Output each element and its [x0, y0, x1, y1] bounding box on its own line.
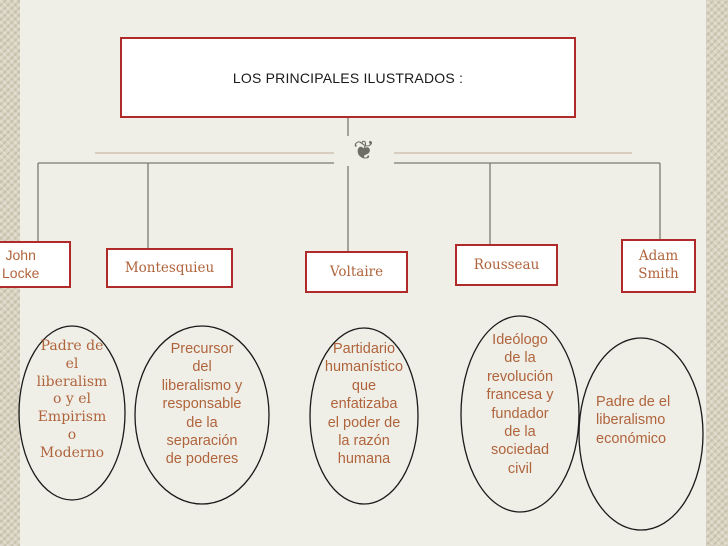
- right-decorative-border: [706, 0, 728, 546]
- name-box-montesquieu: Montesquieu: [106, 248, 233, 288]
- description-voltaire: Partidario humanístico que enfatizaba el…: [324, 341, 404, 468]
- title-box: LOS PRINCIPALES ILUSTRADOS :: [120, 37, 576, 118]
- description-rousseau: Ideólogo de la revolución francesa y fun…: [486, 332, 554, 477]
- name-box-smith: Adam Smith: [621, 239, 696, 293]
- diagram-title: LOS PRINCIPALES ILUSTRADOS :: [232, 69, 464, 86]
- ellipse-montesquieu: [134, 325, 270, 505]
- name-box-rousseau: Rousseau: [455, 244, 558, 286]
- ellipse-rousseau: [460, 315, 580, 513]
- name-box-voltaire: Voltaire: [305, 251, 408, 293]
- description-locke: Padre de el liberalism o y el Empirism o…: [36, 338, 108, 461]
- ellipse-smith: [578, 337, 704, 531]
- ornament-icon: ❦: [334, 136, 394, 166]
- description-smith: Padre de el liberalismo económico: [596, 394, 671, 447]
- name-box-locke: John Locke: [0, 241, 71, 288]
- ellipse-locke: [18, 325, 126, 501]
- ellipse-voltaire: [309, 327, 419, 505]
- description-montesquieu: Precursor del liberalismo y responsable …: [161, 341, 243, 468]
